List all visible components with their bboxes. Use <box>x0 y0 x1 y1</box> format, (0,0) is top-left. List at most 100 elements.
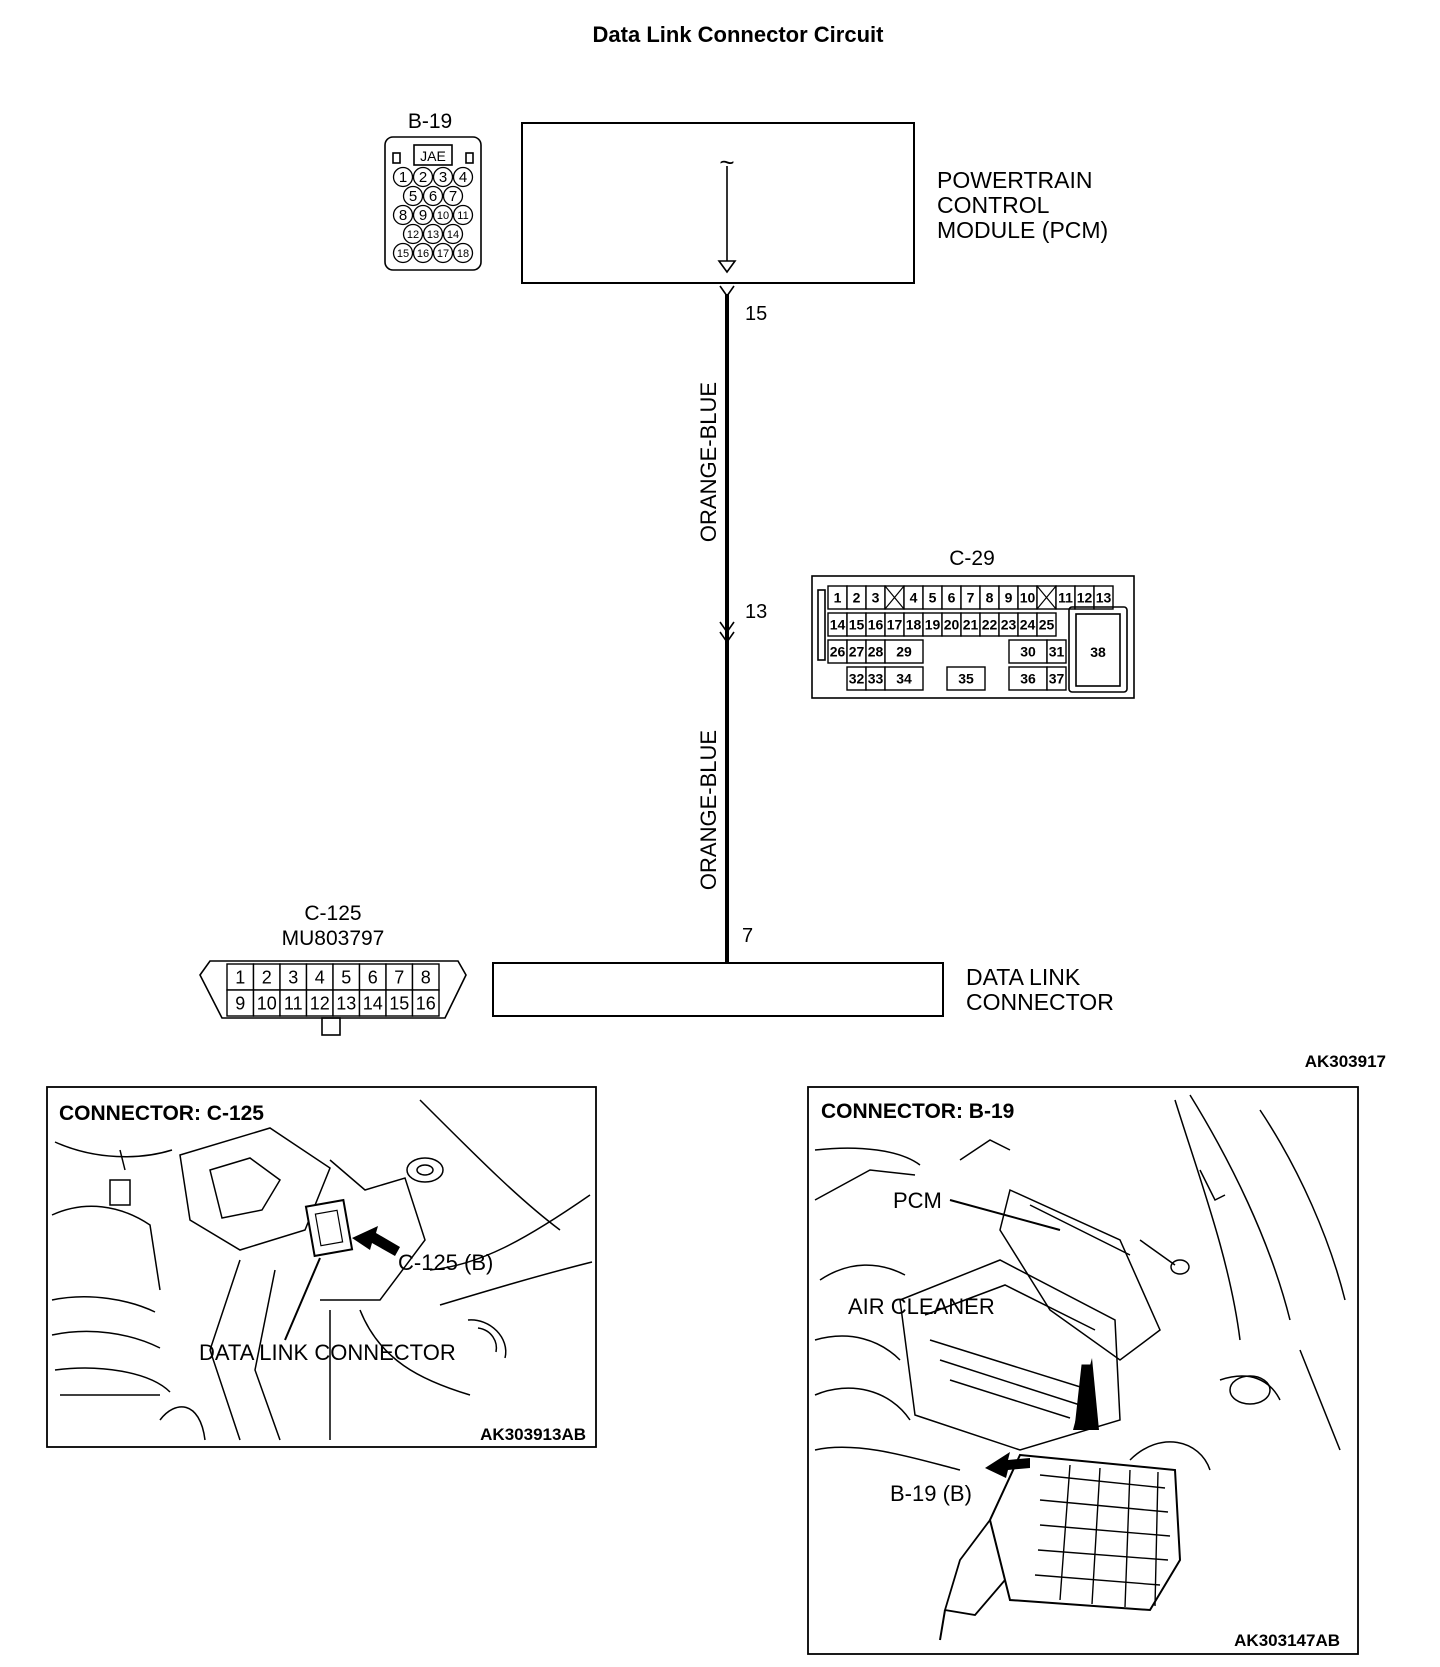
connector-pin: 34 <box>884 666 924 691</box>
connector-pin: 15 <box>846 612 867 637</box>
dlc-label-line-1: DATA LINK <box>966 964 1081 990</box>
connector-pin: 2 <box>252 963 281 991</box>
connector-pin-label: 1 <box>399 169 407 186</box>
connector-pin: 11 <box>279 989 308 1017</box>
connector-pin-label: 8 <box>399 207 407 224</box>
connector-pin-label: 14 <box>363 993 383 1013</box>
connector-pin-label: 36 <box>1020 671 1036 687</box>
connector-pin: 19 <box>922 612 943 637</box>
connector-pin: 11 <box>1055 585 1076 610</box>
connector-pin-label: 14 <box>830 617 846 633</box>
left-panel-reference-code: AK303913AB <box>480 1425 586 1444</box>
connector-pin: 33 <box>865 666 886 691</box>
right-callout-pcm: PCM <box>893 1188 942 1213</box>
connector-pin-label: 13 <box>427 229 439 241</box>
connector-pin-label: 22 <box>982 617 998 633</box>
connector-pin: 27 <box>846 639 867 664</box>
connector-pin-label: 3 <box>288 967 298 987</box>
junction-terminal-top-icon <box>719 621 735 634</box>
connector-pin: 10 <box>1017 585 1038 610</box>
connector-pin-label: 8 <box>421 967 431 987</box>
connector-pin: 28 <box>865 639 886 664</box>
connector-pin-label: 5 <box>409 188 417 205</box>
connector-pin-label: 10 <box>437 210 449 222</box>
connector-pin: 21 <box>960 612 981 637</box>
connector-pin: 35 <box>946 666 986 691</box>
connector-pin-label: 2 <box>419 169 427 186</box>
connector-pin-label: 6 <box>429 188 437 205</box>
connector-pin: 30 <box>1008 639 1048 664</box>
connector-pin-label: 18 <box>457 248 469 260</box>
pcm-pointer-wedge-icon <box>1073 1358 1099 1430</box>
pcm-arrow-icon <box>717 260 737 274</box>
connector-pin: 14 <box>442 223 464 245</box>
connector-pin-label: 12 <box>310 993 330 1013</box>
connector-pin-label: 13 <box>1096 590 1112 606</box>
connector-pin: 15 <box>392 242 414 264</box>
right-panel-reference-code: AK303147AB <box>1234 1631 1340 1650</box>
connector-pin-label: 4 <box>459 169 467 186</box>
connector-pin: 1 <box>226 963 255 991</box>
c125-location-panel: CONNECTOR: C-125 <box>46 1086 597 1448</box>
empty-cavity-icon <box>1036 585 1057 610</box>
right-callout-air-cleaner: AIR CLEANER <box>848 1294 995 1319</box>
b19-location-panel: CONNECTOR: B-19 <box>807 1086 1359 1655</box>
c29-connector-id: C-29 <box>949 547 995 570</box>
connector-pin-label: 3 <box>439 169 447 186</box>
connector-pin-label: 6 <box>948 590 956 606</box>
empty-cavity-icon <box>884 585 905 610</box>
connector-pin-label: 15 <box>389 993 409 1013</box>
connector-pin-label: 6 <box>368 967 378 987</box>
connector-pin: 3 <box>279 963 308 991</box>
connector-pin-label: 7 <box>394 967 404 987</box>
pcm-label-line-2: CONTROL <box>937 192 1050 218</box>
connector-pin: 2 <box>412 166 434 188</box>
right-panel-illustration <box>814 1094 1346 1471</box>
connector-pin: 32 <box>846 666 867 691</box>
connector-pin-label: 10 <box>1020 590 1036 606</box>
connector-pin: 18 <box>903 612 924 637</box>
signal-wire: 15 ORANGE-BLUE 13 ORANGE-BLUE 7 <box>696 285 767 996</box>
c125-pointer-arrow-icon <box>352 1226 400 1256</box>
connector-pin: 3 <box>432 166 454 188</box>
pcm-label-line-1: POWERTRAIN <box>937 167 1092 193</box>
junction-pin-number: 13 <box>745 601 767 623</box>
dlc-label-line-2: CONNECTOR <box>966 989 1114 1015</box>
connector-pin-label: 11 <box>457 210 468 222</box>
connector-pin: 25 <box>1036 612 1057 637</box>
connector-pin: 18 <box>452 242 474 264</box>
connector-pin: 10 <box>252 989 281 1017</box>
connector-pin: 13 <box>422 223 444 245</box>
connector-pin-label: 24 <box>1020 617 1036 633</box>
connector-pin: 16 <box>411 989 440 1017</box>
left-panel-title: CONNECTOR: C-125 <box>59 1102 264 1125</box>
pcm-pin-number: 15 <box>745 303 767 325</box>
connector-pin: 12 <box>305 989 334 1017</box>
connector-pin-label: 23 <box>1001 617 1017 633</box>
connector-pin-label: 18 <box>906 617 922 633</box>
connector-pin: 22 <box>979 612 1000 637</box>
connector-pin-label: 17 <box>887 617 903 633</box>
pcm-box <box>521 122 915 284</box>
dlc-box <box>492 962 944 1017</box>
connector-pin-label: 4 <box>315 967 325 987</box>
connector-pin-label: 15 <box>397 248 409 260</box>
connector-pin: 24 <box>1017 612 1038 637</box>
connector-pin: 12 <box>402 223 424 245</box>
diagram-reference-code: AK303917 <box>1305 1052 1386 1071</box>
connector-pin-label: 34 <box>896 671 912 687</box>
connector-pin: 4 <box>903 585 924 610</box>
connector-pin: 16 <box>865 612 886 637</box>
b19-pointer-arrow-icon <box>985 1452 1030 1478</box>
connector-pin-label: 16 <box>868 617 884 633</box>
connector-pin-label: 31 <box>1049 644 1065 660</box>
connector-pin-label: 20 <box>944 617 960 633</box>
connector-pin-label: 2 <box>262 967 272 987</box>
connector-pin-label: 16 <box>416 993 436 1013</box>
connector-pin: 13 <box>332 989 361 1017</box>
connector-pin-label: 26 <box>830 644 846 660</box>
connector-pin-label: 9 <box>235 993 245 1013</box>
